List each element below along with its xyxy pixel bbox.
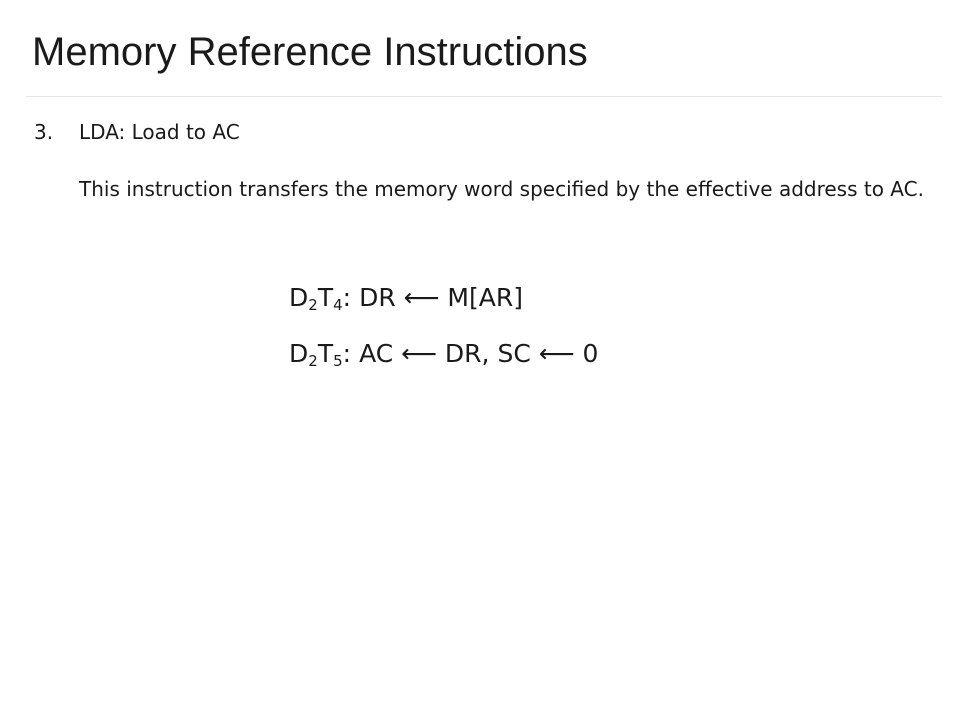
decoder-output: D xyxy=(289,283,309,312)
instruction-description: This instruction transfers the memory wo… xyxy=(79,177,924,201)
register-transfer: AC ⟵ DR, SC ⟵ 0 xyxy=(359,339,599,368)
colon: : xyxy=(342,283,352,312)
decoder-subscript: 2 xyxy=(308,352,318,370)
colon: : xyxy=(342,339,352,368)
timing-subscript: 4 xyxy=(333,296,343,314)
timing-signal: T xyxy=(317,283,334,312)
title-divider xyxy=(26,96,942,97)
decoder-subscript: 2 xyxy=(308,296,318,314)
timing-subscript: 5 xyxy=(333,352,343,370)
micro-operation-2: D2T5:AC ⟵ DR, SC ⟵ 0 xyxy=(289,339,599,370)
timing-signal: T xyxy=(317,339,334,368)
list-item-number: 3. xyxy=(34,120,54,144)
decoder-output: D xyxy=(289,339,309,368)
micro-operation-1: D2T4:DR ⟵ M[AR] xyxy=(289,283,523,314)
slide-title: Memory Reference Instructions xyxy=(32,30,588,74)
register-transfer: DR ⟵ M[AR] xyxy=(359,283,523,312)
list-item-heading: LDA: Load to AC xyxy=(79,120,240,144)
